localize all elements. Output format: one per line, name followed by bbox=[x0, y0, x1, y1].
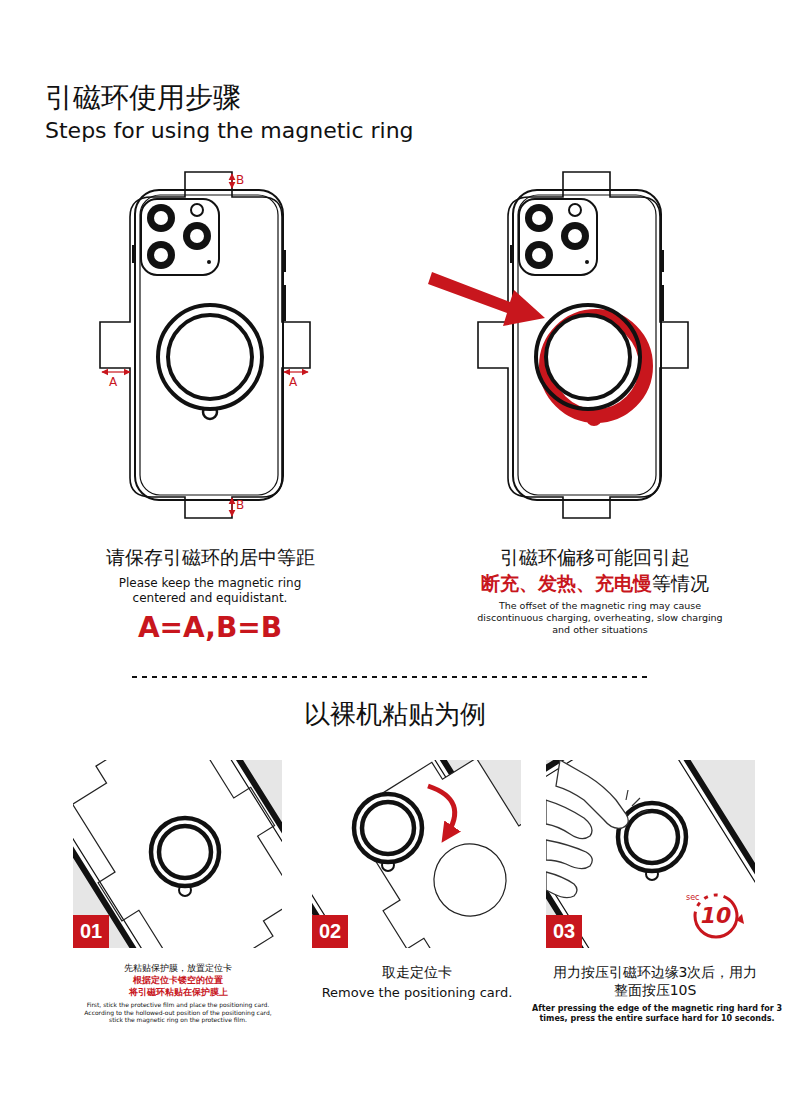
dimension-label: A bbox=[109, 375, 117, 390]
note-heading: 等情况 bbox=[652, 572, 709, 596]
step-number-box: 01 bbox=[73, 915, 109, 948]
dimension-label: B bbox=[236, 498, 244, 513]
section-heading: 以裸机粘贴为例 bbox=[235, 698, 555, 731]
note-text: The offset of the magnetic ring may caus… bbox=[475, 600, 725, 636]
step-number-box: 02 bbox=[312, 915, 348, 948]
timer-number: 10 bbox=[696, 902, 736, 930]
step-number: 02 bbox=[319, 920, 341, 943]
timer-unit: sec bbox=[686, 893, 700, 903]
step-number: 03 bbox=[553, 920, 575, 943]
warning-text: 断充、发热、充电慢 bbox=[481, 572, 652, 596]
step-caption-en: Remove the positioning card. bbox=[307, 985, 527, 1001]
step-caption: 先粘贴保护膜，放置定位卡 bbox=[68, 963, 288, 974]
dimension-label: B bbox=[236, 173, 244, 188]
formula: A=A,B=B bbox=[90, 610, 330, 645]
dimension-label: A bbox=[289, 375, 297, 390]
note-heading: 引磁环偏移可能回引起 bbox=[445, 546, 745, 570]
note-text: Please keep the magnetic ring centered a… bbox=[110, 576, 310, 606]
title: 引磁环使用步骤 bbox=[45, 80, 241, 115]
step-caption: 用力按压引磁环边缘3次后，用力整面按压10S bbox=[553, 964, 758, 999]
step-number: 01 bbox=[80, 920, 102, 943]
step-number-box: 03 bbox=[546, 915, 582, 948]
step-caption: 将引磁环粘贴在保护膜上 bbox=[68, 987, 288, 998]
step-caption: 根据定位卡镂空的位置 bbox=[68, 975, 288, 986]
note-heading: 请保存引磁环的居中等距 bbox=[60, 546, 360, 570]
step-caption-en: First, stick the protective film and pla… bbox=[78, 1001, 278, 1024]
step-caption-en: After pressing the edge of the magnetic … bbox=[532, 1004, 782, 1024]
step-caption: 取走定位卡 bbox=[317, 964, 517, 982]
subtitle: Steps for using the magnetic ring bbox=[45, 117, 414, 145]
